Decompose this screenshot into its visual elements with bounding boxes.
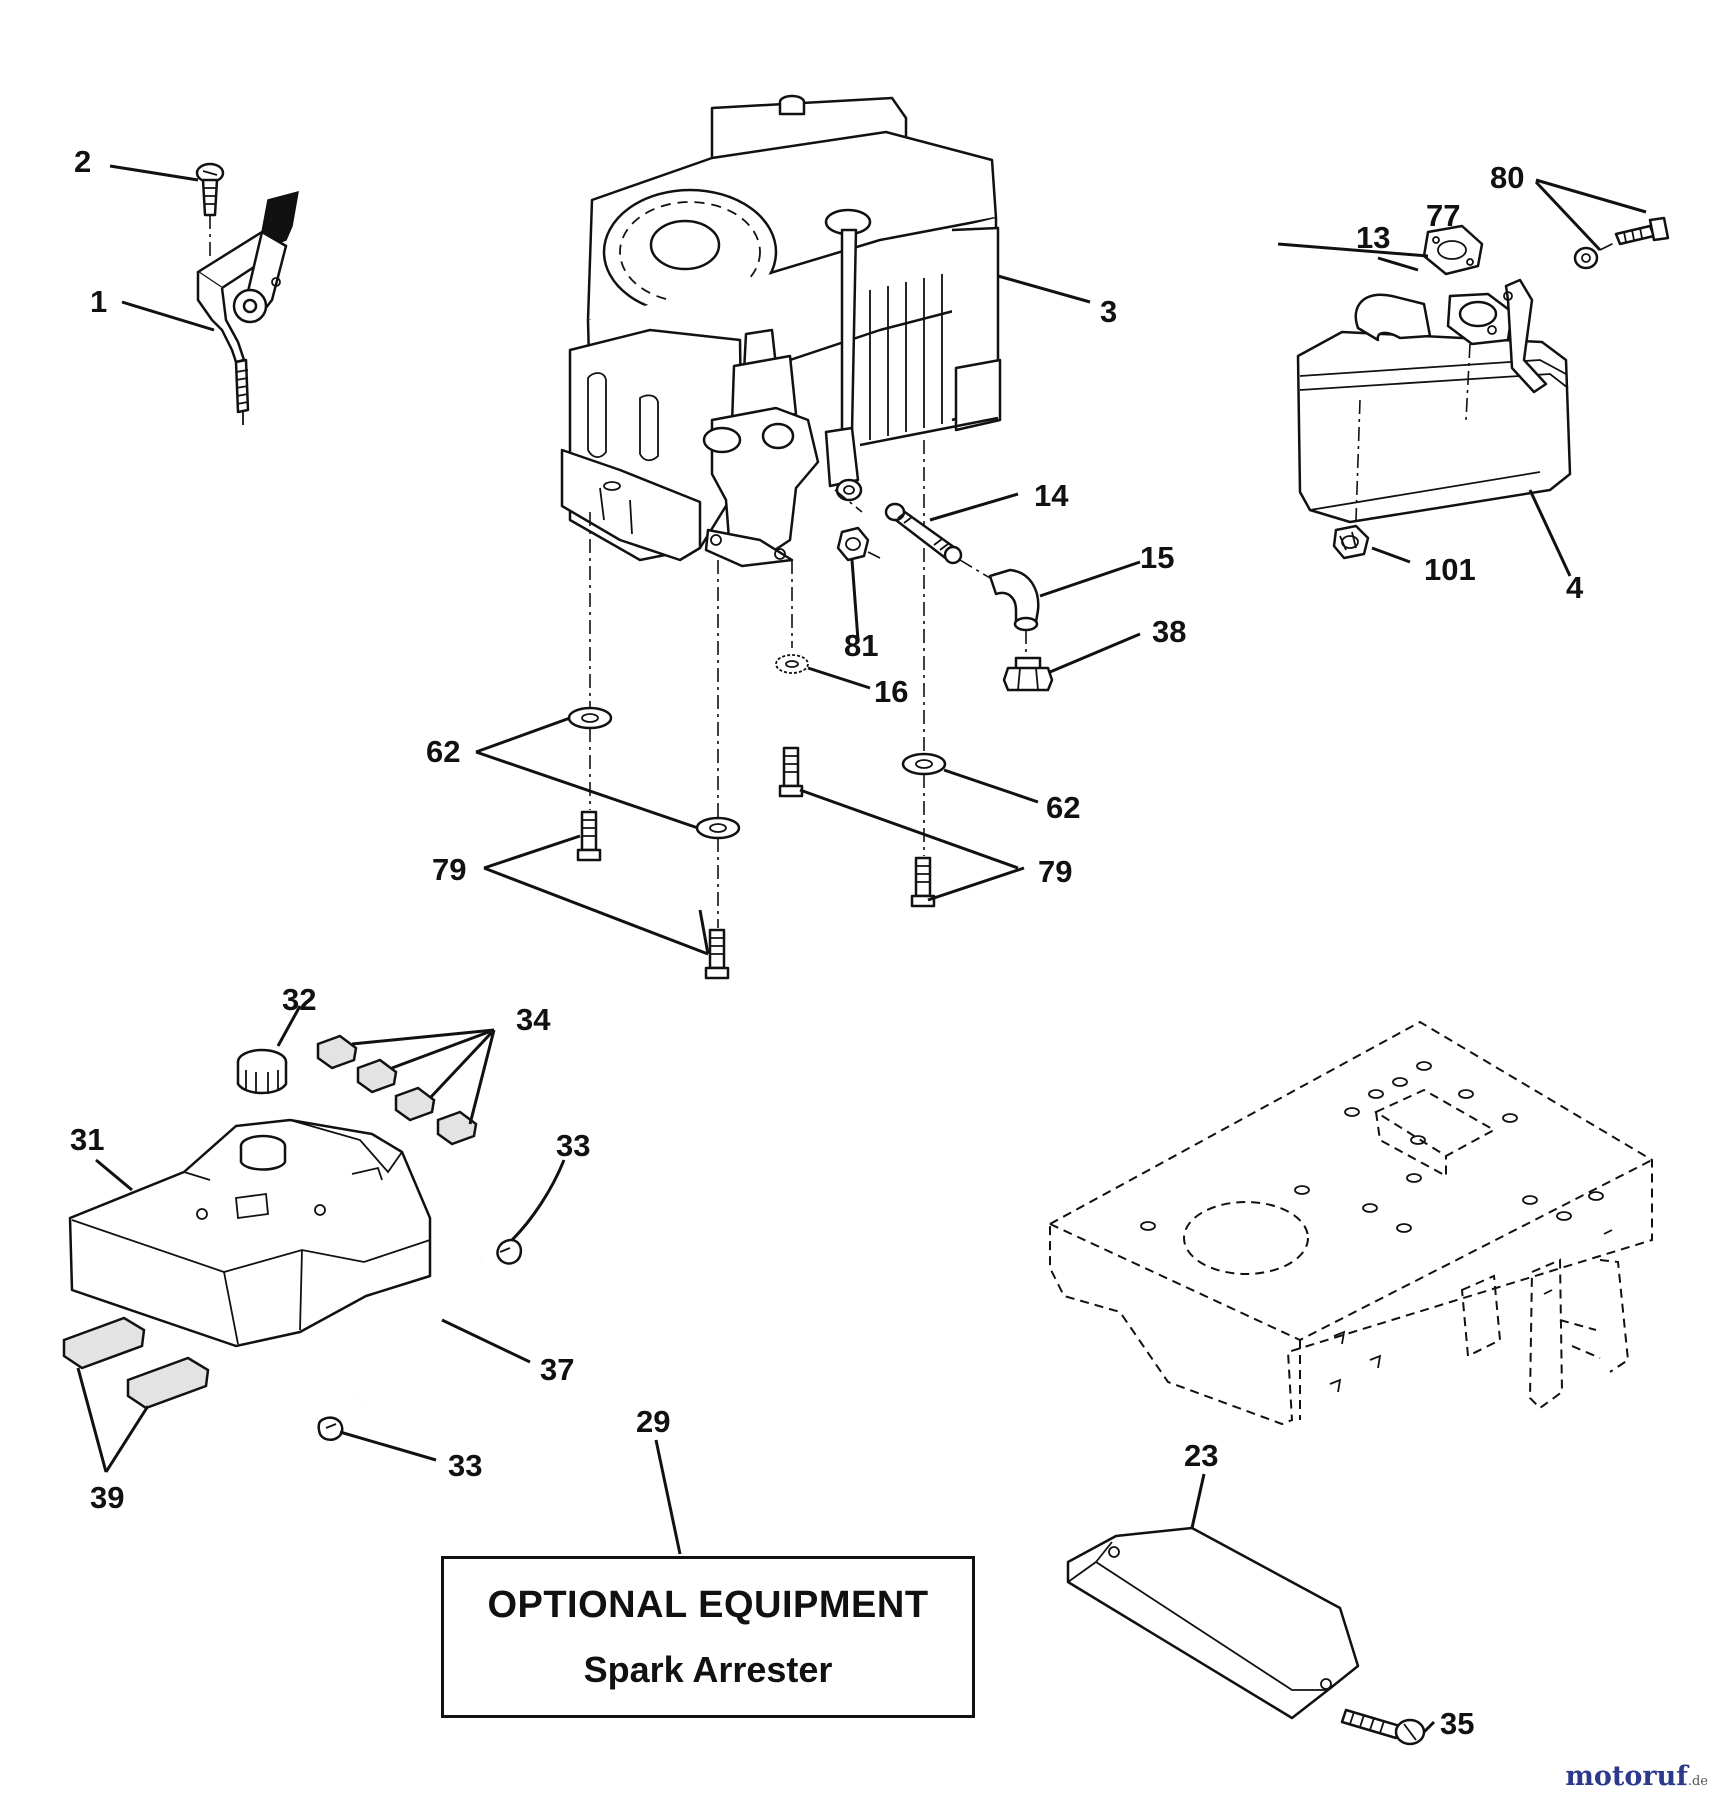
elbow-15: [988, 568, 1040, 660]
callout-81: 81: [844, 628, 878, 663]
pads-39: [62, 1316, 210, 1410]
nut-101: [1332, 524, 1370, 560]
callout-3: 3: [1100, 294, 1117, 329]
callout-33a: 33: [556, 1128, 590, 1163]
callout-79b: 79: [1038, 854, 1072, 889]
pads-34: [316, 1034, 478, 1146]
callout-80: 80: [1490, 160, 1524, 195]
callout-31: 31: [70, 1122, 104, 1157]
callout-4: 4: [1566, 570, 1584, 605]
callout-35: 35: [1440, 1706, 1474, 1741]
throttle-control: [195, 162, 299, 425]
bolts-79: [576, 746, 936, 980]
callout-39: 39: [90, 1480, 124, 1515]
callout-29: 29: [636, 1404, 670, 1439]
watermark-domain: .de: [1687, 1774, 1708, 1789]
watermark-brand: motoruf: [1565, 1761, 1688, 1792]
nut-81: [836, 526, 881, 562]
optional-equipment-box: OPTIONAL EQUIPMENT Spark Arrester: [441, 1556, 975, 1718]
clamps-33: [317, 1238, 523, 1441]
watermark-logo: motoruf.de: [1565, 1761, 1708, 1792]
pipe-nipple-14: [884, 502, 991, 579]
callout-2: 2: [74, 144, 91, 179]
plug-38: [1002, 656, 1054, 692]
callout-23: 23: [1184, 1438, 1218, 1473]
screw-35: [1340, 1708, 1426, 1746]
optional-equipment-title: OPTIONAL EQUIPMENT: [487, 1583, 929, 1626]
gasket-13: [1422, 224, 1484, 276]
muffler-4: [1296, 278, 1572, 524]
frame-chassis: [1049, 1020, 1653, 1426]
callout-101: 101: [1424, 552, 1476, 587]
callout-13: 13: [1356, 220, 1390, 255]
callout-1: 1: [90, 284, 107, 319]
callout-15: 15: [1140, 540, 1174, 575]
lock-washer-16: [775, 654, 809, 674]
fuel-line-37: [358, 1260, 484, 1402]
callout-16: 16: [874, 674, 908, 709]
washer-77: [1573, 246, 1599, 270]
cap-32: [236, 1048, 288, 1095]
callout-34: 34: [516, 1002, 551, 1037]
callout-77: 77: [1426, 198, 1460, 233]
callout-labels: 2 1 3 4 13 14 15 16 23 29 31 32 33 33 34…: [70, 144, 1584, 1741]
callout-62b: 62: [1046, 790, 1080, 825]
fuel-tank-31: [68, 1118, 432, 1348]
callout-32: 32: [282, 982, 316, 1017]
callout-62a: 62: [426, 734, 460, 769]
callout-38: 38: [1152, 614, 1186, 649]
callout-14: 14: [1034, 478, 1069, 513]
callout-79a: 79: [432, 852, 466, 887]
leader-lines: [76, 164, 1647, 1734]
callout-33b: 33: [448, 1448, 482, 1483]
washers-62: [567, 706, 947, 928]
optional-equipment-subtitle: Spark Arrester: [583, 1648, 833, 1690]
heat-shield-23: [1066, 1526, 1360, 1720]
bolt-80: [1599, 216, 1670, 251]
callout-37: 37: [540, 1352, 574, 1387]
engine: [560, 94, 1002, 820]
